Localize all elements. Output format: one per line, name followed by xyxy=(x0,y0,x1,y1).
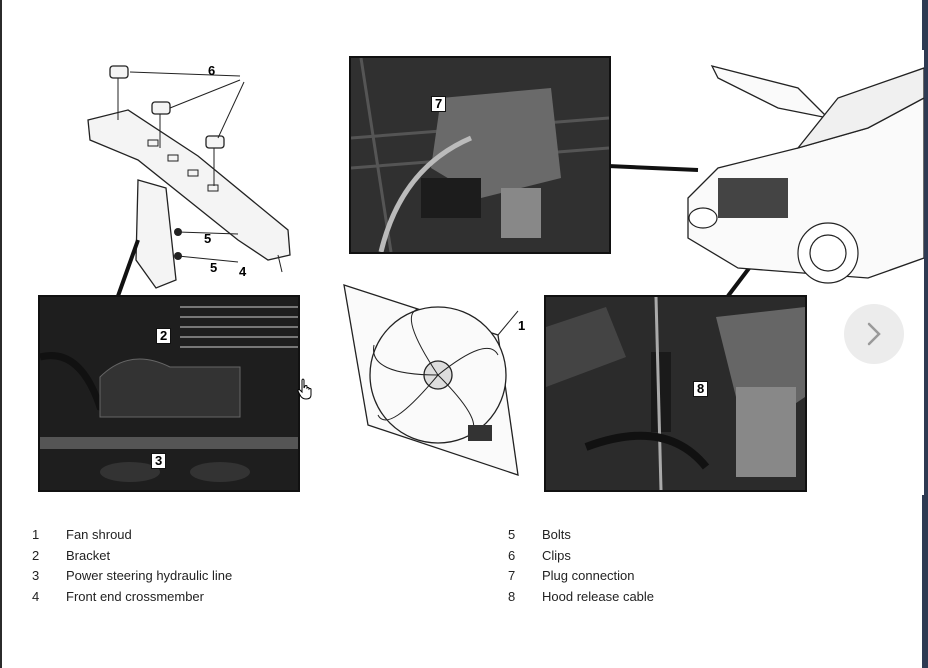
legend-item: 3 Power steering hydraulic line xyxy=(32,568,232,589)
callout-5b: 5 xyxy=(210,260,218,275)
legend-item: 1 Fan shroud xyxy=(32,527,232,548)
legend-number: 8 xyxy=(508,588,516,604)
callout-1: 1 xyxy=(518,318,526,333)
callout-4: 4 xyxy=(239,264,247,279)
legend-number: 4 xyxy=(32,588,40,604)
legend-label: Power steering hydraulic line xyxy=(66,568,233,583)
legend-item: 2 Bracket xyxy=(32,548,232,569)
callout-3: 3 xyxy=(151,453,167,469)
legend-number: 5 xyxy=(508,527,516,542)
legend-number: 3 xyxy=(32,568,40,583)
legend-number: 1 xyxy=(32,527,40,542)
window-border-left xyxy=(0,0,2,668)
legend-left: 1 Fan shroud 2 Bracket 3 Power steering … xyxy=(32,527,232,609)
legend-label: Bolts xyxy=(542,527,571,542)
legend-label: Fan shroud xyxy=(66,527,132,542)
car-drawing xyxy=(678,58,924,290)
legend-number: 6 xyxy=(508,547,516,563)
legend-item: 8 Hood release cable xyxy=(508,589,654,610)
legend-label: Clips xyxy=(542,547,571,563)
diagram-figure: 6 5 5 4 7 xyxy=(38,50,924,495)
hand-pointer-icon xyxy=(297,378,312,400)
legend-label: Plug connection xyxy=(542,568,635,583)
callout-5a: 5 xyxy=(204,231,212,246)
photo-hood-release-cable xyxy=(544,295,807,492)
legend-item: 7 Plug connection xyxy=(508,568,654,589)
chevron-right-icon xyxy=(867,322,881,346)
legend-item: 6 Clips xyxy=(508,548,654,569)
callout-2: 2 xyxy=(156,328,172,344)
fan-shroud-drawing xyxy=(338,275,538,485)
legend-label: Bracket xyxy=(66,547,111,563)
legend-label: Hood release cable xyxy=(542,588,655,604)
legend-label: Front end crossmember xyxy=(66,588,204,604)
callout-7: 7 xyxy=(431,96,447,112)
legend-number: 7 xyxy=(508,568,516,583)
photo-bracket xyxy=(38,295,300,492)
callout-8: 8 xyxy=(693,381,709,397)
legend-number: 2 xyxy=(32,547,40,563)
next-slide-button[interactable] xyxy=(844,304,904,364)
callout-6: 6 xyxy=(208,63,216,78)
legend-item: 5 Bolts xyxy=(508,527,654,548)
photo-plug-connection xyxy=(349,56,611,254)
legend-item: 4 Front end crossmember xyxy=(32,589,232,610)
window-border-right xyxy=(922,0,928,668)
legend-right: 5 Bolts 6 Clips 7 Plug connection 8 Hood… xyxy=(508,527,654,609)
